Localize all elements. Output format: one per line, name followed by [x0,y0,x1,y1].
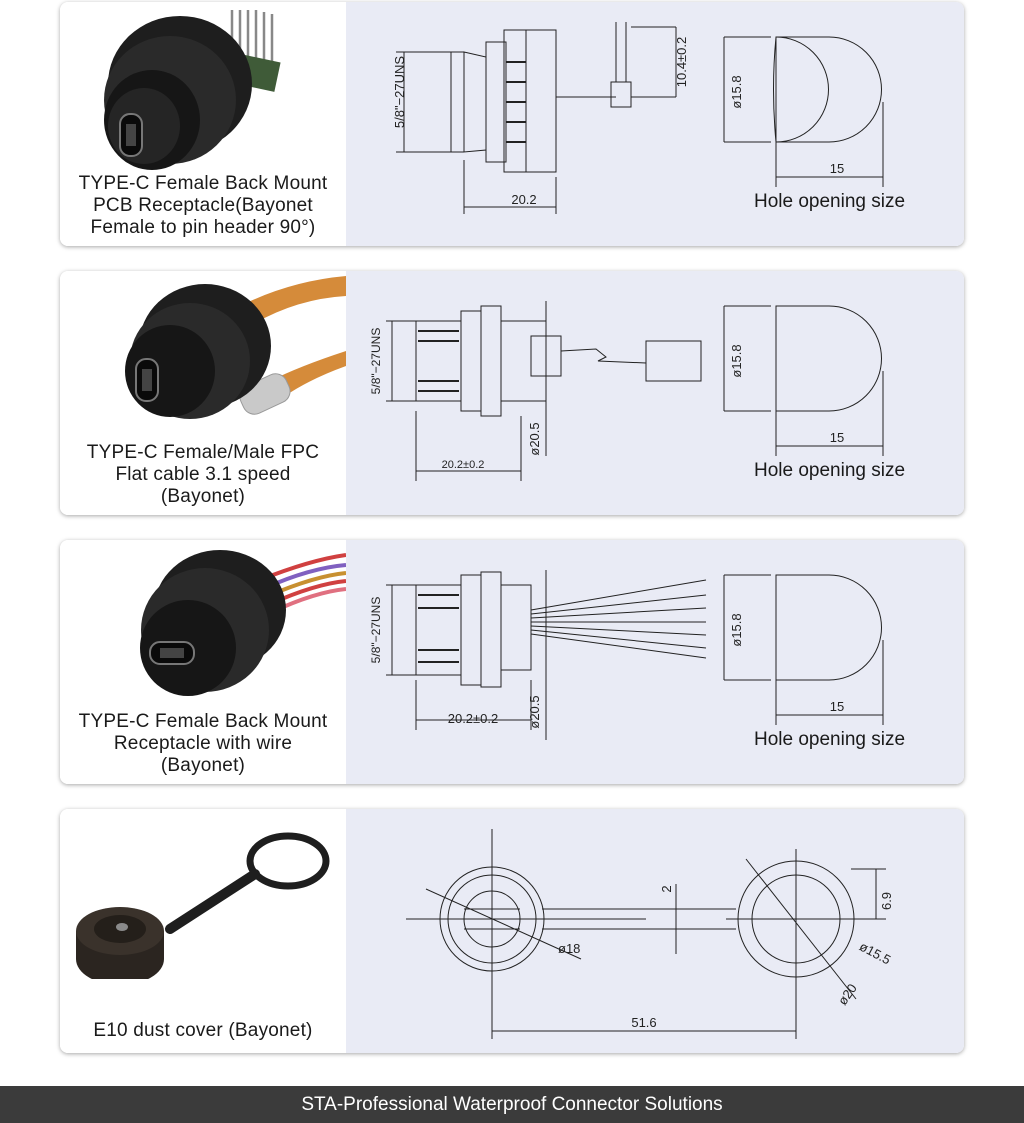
caption-line: Receptacle with wire [113,733,293,754]
product-caption: TYPE-C Female/Male FPC Flat cable 3.1 sp… [60,442,346,508]
caption-line: TYPE-C Female/Male FPC [86,442,320,463]
hole-opening-label: Hole opening size [754,460,906,481]
technical-drawing: ø18 2 6.9 ø15.5 ø20 51.6 [406,829,894,1039]
caption-line: (Bayonet) [160,755,246,776]
flange-diameter-dim: ø20.5 [527,695,542,728]
dust-cover-image [76,832,330,979]
length-dim: 20.2±0.2 [442,459,485,471]
thread-dim: 5/8"−27UNS [369,328,383,395]
product-card-4: E10 dust cover (Bayonet) ø18 2 6.9 [60,809,964,1053]
flange-diameter-dim: ø20.5 [527,422,542,455]
product-card-3: TYPE-C Female Back Mount Receptacle with… [60,540,964,784]
gap-dim: 2 [659,885,674,892]
drawing-panel: ø18 2 6.9 ø15.5 ø20 51.6 [346,809,964,1053]
ring-height-dim: 6.9 [879,892,894,910]
technical-drawing: 5/8"−27UNS 20.2±0.2 ø20.5 ø15.8 15 [369,301,884,481]
cap-diameter-dim: ø18 [558,941,580,956]
hole-diameter-dim: ø15.8 [729,344,744,377]
fpc-cable-image [125,276,346,419]
wire-receptacle-image [140,550,346,696]
drawing-panel: 5/8"−27UNS 20.2 10.4±0.2 ø15.8 15 Hole o… [346,2,964,246]
ring-inner-dim: ø15.5 [857,939,893,968]
technical-drawing: 5/8"−27UNS 20.2 10.4±0.2 ø15.8 15 [392,22,884,214]
pin-dim: 10.4±0.2 [674,37,689,88]
ring-outer-dim: ø20 [835,981,860,1008]
product-panel: TYPE-C Female Back Mount PCB Receptacle(… [60,2,346,246]
footer-banner: STA-Professional Waterproof Connector So… [0,1086,1024,1123]
hole-flat-dim: 15 [830,699,844,714]
caption-line: PCB Receptacle(Bayonet [93,195,313,216]
hole-flat-dim: 15 [830,161,844,176]
hole-opening-label: Hole opening size [754,729,906,750]
product-caption: E10 dust cover (Bayonet) [60,1020,346,1042]
caption-line: Female to pin header 90°) [90,217,316,238]
product-panel: TYPE-C Female/Male FPC Flat cable 3.1 sp… [60,271,346,515]
product-caption: TYPE-C Female Back Mount PCB Receptacle(… [60,173,346,239]
length-dim: 51.6 [631,1015,656,1030]
caption-line: TYPE-C Female Back Mount [78,711,328,732]
product-caption: TYPE-C Female Back Mount Receptacle with… [60,711,346,777]
product-panel: E10 dust cover (Bayonet) [60,809,346,1053]
product-panel: TYPE-C Female Back Mount Receptacle with… [60,540,346,784]
hole-flat-dim: 15 [830,430,844,445]
product-card-2: TYPE-C Female/Male FPC Flat cable 3.1 sp… [60,271,964,515]
technical-drawing: 5/8"−27UNS 20.2±0.2 ø20.5 ø15.8 15 [369,570,884,740]
length-dim: 20.2 [511,192,536,207]
product-card-1: TYPE-C Female Back Mount PCB Receptacle(… [60,2,964,246]
length-dim: 20.2±0.2 [448,711,499,726]
hole-diameter-dim: ø15.8 [729,75,744,108]
thread-dim: 5/8"−27UNS [369,597,383,664]
hole-opening-label: Hole opening size [754,191,906,212]
caption-line: TYPE-C Female Back Mount [78,173,328,194]
caption-line: (Bayonet) [160,486,246,507]
thread-dim: 5/8"−27UNS [392,56,407,129]
drawing-panel: 5/8"−27UNS 20.2±0.2 ø20.5 ø15.8 15 Hole … [346,271,964,515]
hole-diameter-dim: ø15.8 [729,613,744,646]
caption-line: E10 dust cover (Bayonet) [93,1020,313,1041]
caption-line: Flat cable 3.1 speed [115,464,291,485]
drawing-panel: 5/8"−27UNS 20.2±0.2 ø20.5 ø15.8 15 Hole … [346,540,964,784]
pcb-receptacle-image [104,10,281,170]
